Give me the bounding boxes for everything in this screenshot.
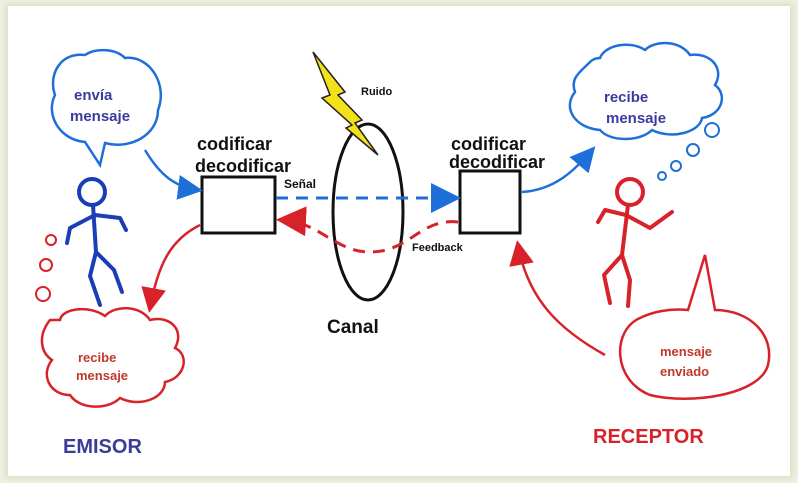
thought-dot — [35, 286, 51, 302]
ruido-label: Ruido — [361, 86, 392, 98]
arrow-receptor-to-decoder — [509, 240, 606, 357]
emisor-label: EMISOR — [63, 436, 142, 458]
thought-cloud-recibe-top — [568, 41, 724, 141]
recibe-top-label-2: mensaje — [606, 110, 666, 127]
receptor-label: RECEPTOR — [593, 426, 704, 448]
codificar-right-label: codificar — [451, 134, 526, 154]
emisor-stick-figure — [65, 177, 128, 307]
mensaje-enviado-label-1: mensaje — [660, 344, 712, 359]
arrow-send-to-encoder — [143, 149, 203, 200]
arrow-feedback-to-emisor — [141, 223, 201, 313]
envia-label-1: envía — [74, 87, 113, 104]
channel-ellipse — [331, 122, 405, 302]
encoder-box-right — [458, 169, 522, 235]
speech-bubble-mensaje-enviado — [619, 254, 771, 400]
mensaje-enviado-label-2: enviado — [660, 364, 709, 379]
feedback-label: Feedback — [412, 242, 464, 254]
decodificar-right-label: decodificar — [449, 152, 545, 172]
thought-dot — [657, 171, 667, 181]
envia-label-2: mensaje — [70, 108, 130, 125]
recibe-bottom-label-1: recibe — [78, 350, 116, 365]
thought-dot — [704, 122, 720, 138]
codificar-left-label: codificar — [197, 134, 272, 154]
encoder-box-left — [200, 175, 277, 235]
recibe-bottom-label-2: mensaje — [76, 368, 128, 383]
decodificar-left-label: decodificar — [195, 156, 291, 176]
thought-dot — [45, 234, 57, 246]
recibe-top-label-1: recibe — [604, 89, 648, 106]
thought-dot — [670, 160, 682, 172]
arrow-decoder-to-receiver — [521, 146, 596, 194]
thought-cloud-recibe-bottom — [40, 307, 185, 408]
thought-dot — [686, 143, 700, 157]
thought-dot — [39, 258, 53, 272]
senal-label: Señal — [284, 177, 316, 191]
speech-bubble-envia — [50, 48, 163, 169]
lightning-bolt-icon — [312, 51, 379, 156]
feedback-arrow — [276, 206, 459, 254]
canal-label: Canal — [327, 317, 379, 338]
receptor-stick-figure — [596, 177, 674, 308]
